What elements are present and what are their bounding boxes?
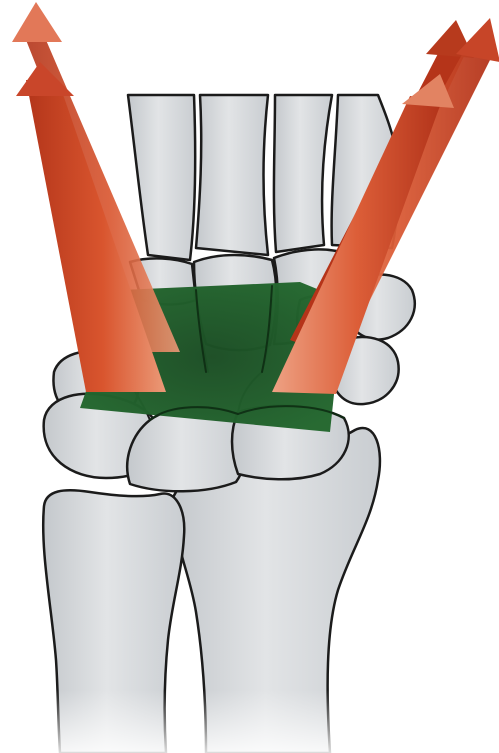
bottom-fade — [0, 690, 499, 753]
